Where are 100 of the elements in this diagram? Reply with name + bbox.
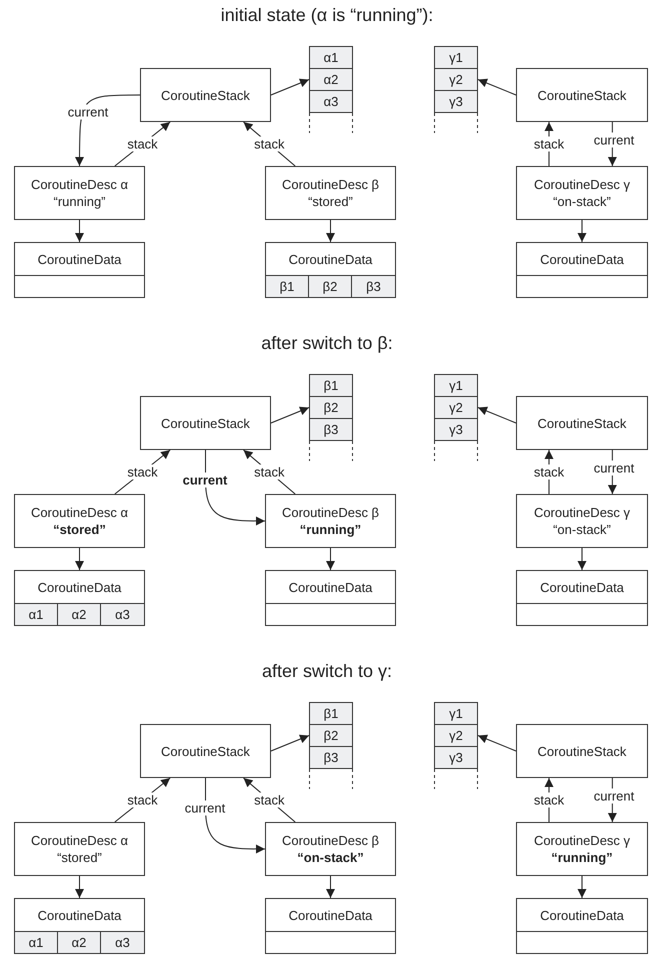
data-cell: β2 bbox=[308, 275, 352, 298]
node-label: CoroutineStack bbox=[161, 86, 250, 104]
node-label: CoroutineData bbox=[539, 250, 625, 268]
arrow bbox=[578, 876, 586, 898]
arrow bbox=[578, 220, 586, 242]
process-box bbox=[516, 396, 648, 450]
data-record-box bbox=[14, 570, 145, 626]
process-box bbox=[516, 68, 648, 122]
state-label: “stored” bbox=[308, 193, 353, 210]
arrow bbox=[326, 548, 335, 570]
arrow bbox=[270, 734, 310, 752]
stack-cell: α1 bbox=[309, 46, 353, 69]
data-record-box bbox=[265, 898, 396, 954]
node-label: CoroutineData bbox=[36, 578, 122, 596]
process-box bbox=[140, 68, 271, 122]
arrow bbox=[326, 876, 335, 898]
arrow bbox=[75, 94, 140, 166]
process-box bbox=[516, 822, 648, 876]
arrow bbox=[270, 78, 310, 96]
data-record-box bbox=[516, 242, 648, 298]
section-heading: after switch to β: bbox=[260, 332, 394, 354]
data-record-box bbox=[265, 570, 396, 626]
process-box bbox=[140, 724, 271, 778]
data-record-box bbox=[14, 242, 145, 298]
data-cell: β3 bbox=[351, 275, 396, 298]
node-label: CoroutineData bbox=[36, 250, 122, 268]
node-label: CoroutineDesc α bbox=[30, 176, 128, 193]
stack-cell: β1 bbox=[309, 374, 353, 397]
process-box bbox=[265, 494, 396, 548]
node-label: CoroutineDesc α bbox=[30, 504, 128, 521]
data-record-box bbox=[516, 898, 648, 954]
node-label: CoroutineDesc α bbox=[30, 832, 128, 849]
node-label: CoroutineDesc β bbox=[282, 832, 380, 849]
edge-label: stack bbox=[125, 464, 160, 480]
node-label: CoroutineDesc β bbox=[282, 504, 380, 521]
stack-cell: γ1 bbox=[434, 702, 478, 725]
process-box bbox=[265, 166, 396, 220]
node-label: CoroutineData bbox=[539, 578, 625, 596]
stack-cell: β1 bbox=[309, 702, 353, 725]
node-label: CoroutineDesc γ bbox=[534, 176, 630, 193]
node-label: CoroutineData bbox=[288, 578, 374, 596]
stack-cell: γ2 bbox=[434, 724, 478, 747]
edge-label: stack bbox=[125, 792, 160, 808]
data-cell: α1 bbox=[14, 931, 58, 954]
process-box bbox=[14, 822, 145, 876]
state-label: “on-stack” bbox=[553, 521, 611, 538]
state-label: “running” bbox=[551, 849, 613, 866]
node-label: CoroutineData bbox=[539, 906, 625, 924]
stack-cell: β3 bbox=[309, 418, 353, 441]
edge-label: stack bbox=[125, 136, 160, 152]
node-label: CoroutineData bbox=[288, 250, 374, 268]
stack-cell: γ2 bbox=[434, 68, 478, 91]
arrow bbox=[478, 406, 516, 424]
stack-cell: α2 bbox=[309, 68, 353, 91]
arrow bbox=[326, 220, 335, 242]
node-label: CoroutineData bbox=[36, 906, 122, 924]
process-box bbox=[516, 166, 648, 220]
process-box bbox=[140, 396, 271, 450]
edge-label: stack bbox=[532, 136, 566, 152]
arrow bbox=[75, 220, 84, 242]
arrow bbox=[478, 78, 516, 96]
edge-label: current bbox=[180, 472, 230, 488]
arrow bbox=[75, 548, 84, 570]
edge-label: current bbox=[66, 104, 110, 120]
stack-cell: γ3 bbox=[434, 418, 478, 441]
node-label: CoroutineData bbox=[288, 906, 374, 924]
state-label: “stored” bbox=[53, 521, 106, 538]
state-label: “running” bbox=[53, 193, 106, 210]
section-heading: after switch to γ: bbox=[260, 660, 394, 682]
node-label: CoroutineStack bbox=[538, 414, 626, 432]
process-box bbox=[14, 166, 145, 220]
edge-label: current bbox=[592, 788, 636, 804]
edge-label: stack bbox=[252, 136, 286, 152]
stack-cell: γ2 bbox=[434, 396, 478, 419]
state-label: “on-stack” bbox=[553, 193, 611, 210]
stack-cell: β2 bbox=[309, 396, 353, 419]
stack-cell: γ1 bbox=[434, 374, 478, 397]
data-cell: α3 bbox=[100, 931, 145, 954]
data-cell: α1 bbox=[14, 603, 58, 626]
arrow bbox=[205, 778, 266, 854]
edge-label: current bbox=[182, 800, 228, 816]
process-box bbox=[516, 724, 648, 778]
arrow bbox=[205, 450, 266, 526]
edge-label: current bbox=[592, 132, 636, 148]
edge-label: stack bbox=[252, 464, 286, 480]
stack-cell: β3 bbox=[309, 746, 353, 769]
edge-label: current bbox=[592, 460, 636, 476]
data-cell: α2 bbox=[57, 603, 101, 626]
node-label: CoroutineDesc β bbox=[282, 176, 380, 193]
node-label: CoroutineStack bbox=[538, 742, 626, 760]
edge-label: stack bbox=[252, 792, 286, 808]
stack-cell: α3 bbox=[309, 90, 353, 113]
state-label: “running” bbox=[300, 521, 362, 538]
node-label: CoroutineDesc γ bbox=[534, 504, 630, 521]
data-record-box bbox=[14, 898, 145, 954]
stack-cell: γ3 bbox=[434, 746, 478, 769]
node-label: CoroutineStack bbox=[161, 414, 250, 432]
process-box bbox=[265, 822, 396, 876]
node-label: CoroutineStack bbox=[538, 86, 626, 104]
edge-label: stack bbox=[532, 464, 566, 480]
